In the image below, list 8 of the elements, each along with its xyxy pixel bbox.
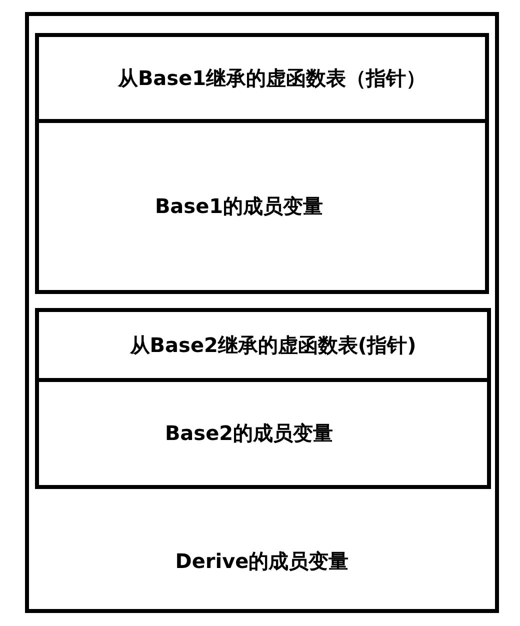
member-label: Derive的成员变量: [175, 548, 349, 574]
memory-layout-box: [25, 12, 499, 613]
member-label: Base2的成员变量: [164, 420, 334, 447]
object-section-box: [35, 33, 489, 294]
section-heading: 从Base1继承的虚函数表（指针）: [118, 64, 426, 92]
member-label: Base1的成员变量: [154, 193, 324, 220]
section-heading: 从Base2继承的虚函数表(指针): [130, 332, 416, 358]
object-section-box: [35, 308, 491, 489]
